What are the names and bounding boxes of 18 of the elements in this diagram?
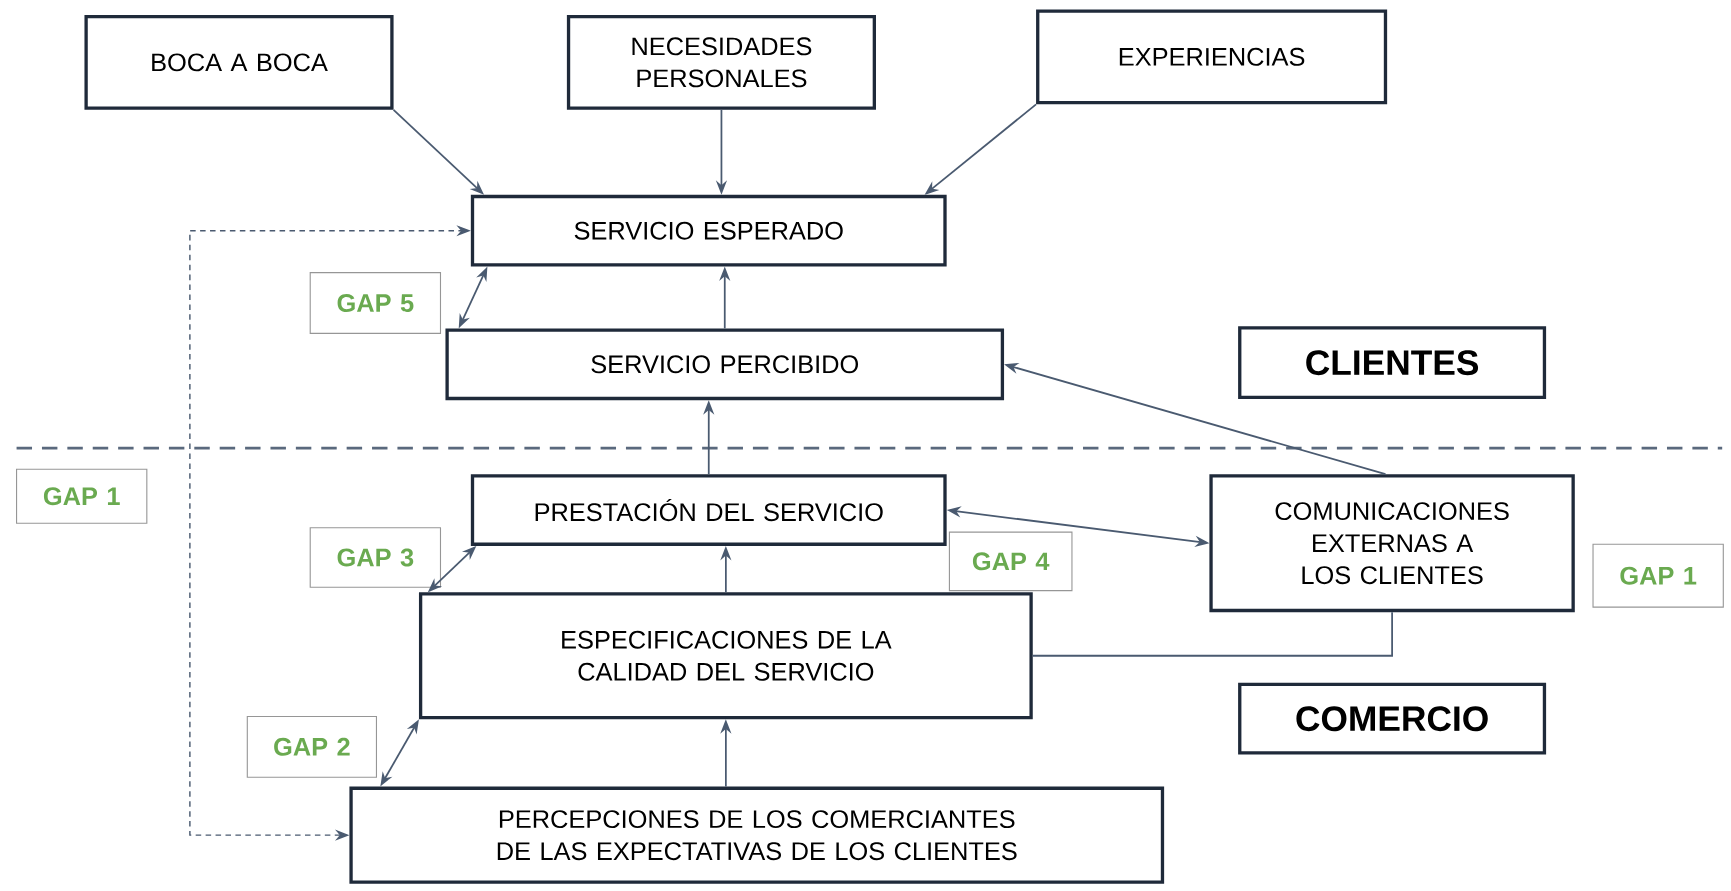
process-box: PERCEPCIONES DE LOS COMERCIANTES DE LAS EXPECTATIVAS DE LOS CLIENTES <box>349 786 1165 884</box>
process-box: EXPERIENCIAS <box>1036 9 1388 105</box>
section-label-box: CLIENTES <box>1238 326 1547 400</box>
process-box: COMUNICACIONES EXTERNAS A LOS CLIENTES <box>1209 474 1575 613</box>
gap-label-box: GAP 5 <box>309 272 442 334</box>
section-label-box: COMERCIO <box>1238 682 1547 755</box>
process-box: SERVICIO PERCIBIDO <box>445 328 1005 401</box>
process-box: NECESIDADES PERSONALES <box>566 14 876 110</box>
gap-label-box: GAP 2 <box>246 715 377 778</box>
process-box: SERVICIO ESPERADO <box>470 194 947 267</box>
gap-label-box: GAP 1 <box>16 468 148 524</box>
process-box: ESPECIFICACIONES DE LA CALIDAD DEL SERVICIO <box>418 592 1033 720</box>
gap-label-box: GAP 4 <box>948 531 1073 592</box>
process-box: PRESTACIÓN DEL SERVICIO <box>470 474 947 546</box>
gap-label-box: GAP 3 <box>309 527 442 588</box>
process-box: BOCA A BOCA <box>84 14 394 110</box>
connector-line <box>1031 611 1393 657</box>
gap-label-box: GAP 1 <box>1592 543 1724 608</box>
